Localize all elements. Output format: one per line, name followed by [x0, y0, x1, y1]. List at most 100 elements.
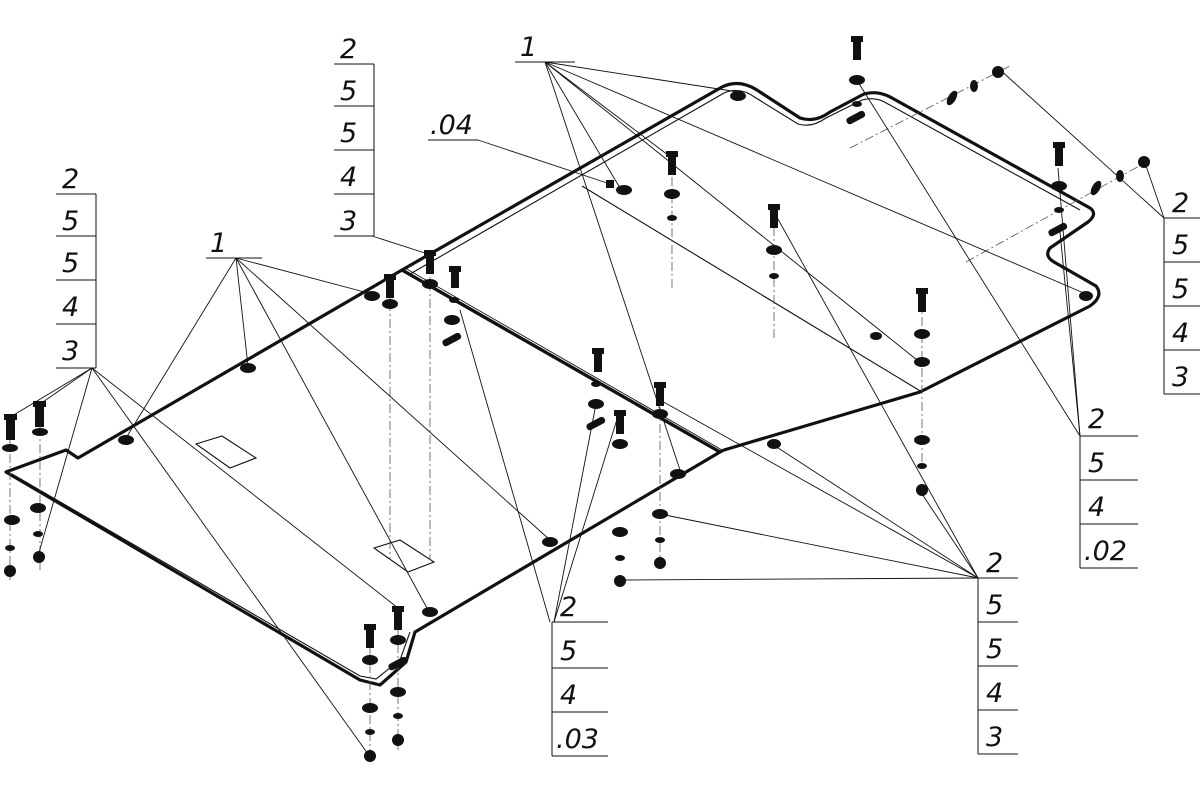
fasteners: [2, 36, 1150, 762]
bolt-icon: [449, 266, 461, 288]
nut-icon: [654, 557, 666, 569]
washer-icon: [769, 273, 779, 279]
nut-icon: [4, 565, 16, 577]
washer-icon: [30, 503, 46, 513]
stack-value: 3: [62, 336, 79, 367]
washer-icon: [32, 428, 48, 436]
clip-icon: [442, 332, 462, 347]
callout-stack-right-02: 2 5 4 .02: [1079, 404, 1138, 569]
stack-value: 2: [1088, 404, 1105, 435]
stack-value: 5: [1088, 448, 1105, 479]
callout-stack-right-edge: 2 5 5 4 3: [1163, 188, 1200, 395]
stack-value: 2: [560, 592, 577, 623]
callout-stack-upper-center: 2 5 5 4 3: [334, 34, 375, 237]
stack-value: 5: [340, 118, 357, 149]
stack-value: 5: [340, 76, 357, 107]
callout-part-1-left: 1: [210, 228, 227, 259]
bolt-icon: [424, 250, 436, 274]
bolt-icon: [614, 410, 626, 434]
stack-value: 2: [1172, 188, 1189, 219]
bolt-icon: [4, 414, 17, 440]
nut-icon: [1138, 156, 1150, 168]
stack-value: 2: [340, 34, 357, 65]
washer-icon: [664, 189, 680, 199]
clip-icon: [1048, 222, 1068, 237]
plate-bend-lines: [581, 185, 923, 451]
stack-value: 5: [1172, 274, 1189, 305]
mount-hole: [1079, 291, 1093, 301]
washer-icon: [444, 315, 460, 325]
washer-icon: [766, 245, 782, 255]
stack-value: 5: [986, 634, 1003, 665]
washer-icon: [1054, 207, 1064, 213]
mount-hole: [670, 469, 686, 479]
mount-hole: [542, 537, 558, 547]
stack-value: 4: [1088, 492, 1105, 523]
bolt-icon: [392, 606, 404, 630]
stack-value: 5: [62, 206, 79, 237]
stack-value: 3: [1172, 362, 1189, 393]
stack-value: 5: [986, 590, 1003, 621]
washer-icon: [917, 463, 927, 469]
left-plate: [4, 268, 722, 687]
washer-icon: [362, 703, 378, 713]
callout-stack-bottom-right: 2 5 5 4 3: [977, 548, 1018, 755]
left-plate-cutout-2: [372, 539, 436, 573]
stack-value: 4: [62, 292, 79, 323]
nut-icon: [33, 551, 45, 563]
bolt-icon: [33, 401, 46, 427]
mount-hole: [240, 363, 256, 373]
bolt-icon: [654, 382, 666, 406]
bolt-icon: [666, 151, 678, 175]
washer-icon: [849, 75, 865, 85]
fastener-axes: [9, 65, 1151, 760]
callout-part-04: .04: [430, 110, 473, 141]
right-plate: [400, 81, 1101, 454]
stack-value: 4: [560, 680, 577, 711]
stack-value: 3: [340, 206, 357, 237]
mount-hole: [118, 435, 134, 445]
nut-icon: [992, 66, 1004, 78]
washer-icon: [612, 439, 628, 449]
callout-label: 1: [520, 32, 537, 63]
washer-icon: [33, 531, 43, 537]
washer-icon: [1090, 180, 1102, 196]
washer-icon: [655, 537, 665, 543]
washer-icon: [390, 635, 406, 645]
leader-lines: [11, 61, 1165, 755]
washer-icon: [449, 297, 459, 303]
stack-value: 3: [986, 722, 1003, 753]
bolt-icon: [768, 204, 780, 228]
stack-value: 2: [62, 164, 79, 195]
mount-hole: [616, 185, 632, 195]
washer-icon: [914, 329, 930, 339]
callout-label: 1: [210, 228, 227, 259]
washer-icon: [422, 279, 438, 289]
bolt-icon: [384, 274, 396, 298]
mount-hole: [422, 607, 438, 617]
stack-value: 5: [560, 636, 577, 667]
washer-icon: [946, 90, 958, 106]
washer-icon: [2, 444, 18, 452]
bolt-icon: [1053, 142, 1065, 166]
stack-value: .02: [1084, 536, 1127, 567]
clip-icon: [388, 656, 408, 671]
bolt-icon: [592, 348, 604, 372]
washer-icon: [970, 80, 978, 92]
washer-icon: [390, 687, 406, 697]
stack-value: 5: [1172, 230, 1189, 261]
stack-value: 4: [1172, 318, 1189, 349]
washer-icon: [362, 655, 378, 665]
washer-icon: [591, 381, 601, 387]
washer-icon: [1116, 170, 1124, 182]
washer-icon: [852, 101, 862, 107]
stack-value: 4: [340, 162, 357, 193]
bolt-icon: [916, 288, 928, 312]
stack-value: 4: [986, 678, 1003, 709]
nut-icon: [392, 734, 404, 746]
washer-icon: [393, 713, 403, 719]
bolt-icon: [364, 624, 376, 648]
washer-icon: [612, 527, 628, 537]
washer-icon: [615, 555, 625, 561]
left-plate-cutout: [194, 435, 258, 469]
